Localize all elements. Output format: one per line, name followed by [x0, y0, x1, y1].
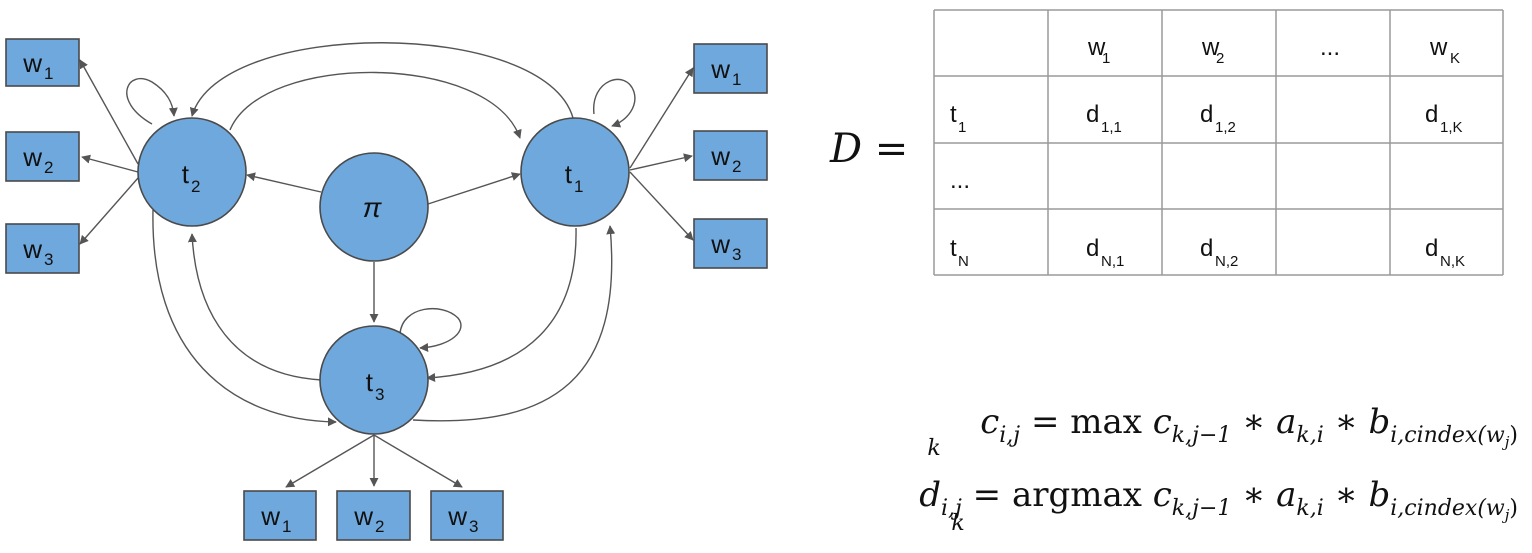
edge-t1-to-t2-outer	[189, 42, 574, 119]
header-ellipsis: ...	[1320, 34, 1340, 61]
state-t1-sub: 1	[574, 177, 583, 196]
emission-node-bottom-w2: w 2	[336, 490, 411, 541]
state-t3-sub: 3	[375, 385, 384, 404]
edge-t2-to-w3-left	[79, 177, 139, 245]
emission-node-left-w1: w 1	[5, 38, 80, 87]
svg-text:w: w	[353, 501, 373, 531]
state-t3-label: t	[366, 367, 374, 397]
emission-node-left-w3: w 3	[5, 223, 80, 274]
hmm-state-diagram: t 2 t 1 t 3 π w 1 w 2 w	[5, 38, 768, 541]
pi-label: π	[363, 192, 383, 223]
initial-transition-edges	[246, 172, 521, 323]
svg-text:2: 2	[1216, 50, 1224, 67]
emission-node-bottom-w1: w 1	[243, 490, 317, 541]
row-label-tN: t	[950, 235, 957, 262]
state-node-t2: t 2	[137, 117, 247, 227]
cell-dNK: d	[1425, 235, 1438, 262]
svg-text:1: 1	[282, 517, 291, 536]
svg-text:w: w	[710, 141, 730, 171]
matrix-row-ellipsis: ...	[950, 167, 970, 194]
cell-d1K: d	[1425, 101, 1438, 128]
edge-pi-to-t2	[246, 172, 322, 193]
svg-text:w: w	[22, 48, 42, 78]
backpointer-matrix: D = w 1 w 2 ... w K t 1 d	[829, 9, 1504, 276]
state-t1-label: t	[565, 159, 573, 189]
self-loop-edges	[126, 77, 636, 352]
svg-text:3: 3	[732, 245, 741, 264]
svg-text:1,2: 1,2	[1215, 119, 1236, 136]
svg-text:3: 3	[469, 517, 478, 536]
svg-text:1,1: 1,1	[1101, 119, 1122, 136]
edge-t1-to-w1-right	[629, 67, 694, 169]
svg-text:w: w	[22, 142, 42, 172]
edge-t1-to-w3-right	[629, 171, 694, 241]
cell-d12: d	[1200, 101, 1213, 128]
self-loop-t2	[126, 77, 178, 125]
svg-text:1: 1	[958, 119, 966, 136]
svg-text:N,K: N,K	[1440, 253, 1465, 270]
equation-d: di,j = argmax ck,j−1 ∗ ak,i ∗ bi,cindex(…	[919, 475, 1518, 524]
svg-text:1,K: 1,K	[1440, 119, 1463, 136]
svg-text:w: w	[260, 501, 280, 531]
edge-t2-to-w1-left	[79, 59, 139, 165]
emission-node-right-w1: w 1	[693, 43, 768, 94]
edge-t3-to-t1	[412, 225, 616, 422]
edge-t2-to-t3	[152, 209, 337, 427]
svg-text:2: 2	[732, 157, 741, 176]
edge-t1-to-t3	[426, 227, 577, 383]
emission-node-bottom-w3: w 3	[430, 490, 504, 541]
state-t2-label: t	[182, 159, 190, 189]
emission-edges	[79, 59, 694, 488]
svg-text:N,1: N,1	[1101, 253, 1124, 270]
matrix-header-row: w 1 w 2 ... w K	[1087, 34, 1460, 67]
matrix-row-tN: t N d N,1 d N,2 d N,K	[950, 235, 1465, 270]
equation-d-op-sub: k	[951, 511, 964, 536]
state-node-t1: t 1	[520, 117, 630, 227]
svg-text:2: 2	[375, 517, 384, 536]
edge-t1-to-w2-right	[629, 153, 693, 171]
emission-node-right-w3: w 3	[693, 218, 768, 269]
self-loop-t3	[399, 307, 462, 352]
edge-t3-to-w1-bottom	[285, 434, 375, 488]
cell-dN2: d	[1200, 235, 1213, 262]
row-label-t1: t	[950, 101, 957, 128]
state-transition-edges	[152, 42, 616, 427]
svg-text:N: N	[958, 253, 969, 270]
initial-node-pi: π	[319, 152, 429, 262]
edge-t3-to-t2	[187, 233, 323, 381]
edge-pi-to-t1	[427, 172, 521, 205]
equation-c-op-sub: k	[927, 436, 940, 461]
equation-c: ci,j = max ck,j−1 ∗ ak,i ∗ bi,cindex(wj)	[980, 402, 1518, 451]
svg-text:w: w	[447, 501, 467, 531]
state-node-t3: t 3	[319, 325, 429, 435]
emission-node-left-w2: w 2	[5, 131, 80, 182]
matrix-label: D =	[829, 126, 908, 172]
svg-text:w: w	[22, 234, 42, 264]
header-wK: w	[1429, 34, 1448, 61]
edge-t2-to-t1-inner	[229, 71, 522, 139]
svg-text:w: w	[710, 54, 730, 84]
svg-text:2: 2	[44, 158, 53, 177]
edge-t2-to-w2-left	[81, 154, 139, 173]
row-label-ellipsis: ...	[950, 167, 970, 194]
state-t2-sub: 2	[191, 177, 200, 196]
svg-text:1: 1	[732, 70, 741, 89]
svg-text:w: w	[710, 229, 730, 259]
svg-text:K: K	[1450, 50, 1460, 67]
matrix-row-t1: t 1 d 1,1 d 1,2 d 1,K	[950, 101, 1463, 136]
self-loop-t1	[593, 78, 636, 128]
edge-t3-to-w3-bottom	[373, 434, 463, 488]
header-w2: w	[1201, 34, 1220, 61]
header-w1: w	[1087, 34, 1106, 61]
svg-text:1: 1	[44, 64, 53, 83]
viterbi-equations: ci,j = max ck,j−1 ∗ ak,i ∗ bi,cindex(wj)…	[919, 402, 1518, 536]
cell-dN1: d	[1086, 235, 1099, 262]
svg-text:3: 3	[44, 250, 53, 269]
cell-d11: d	[1086, 101, 1099, 128]
svg-text:N,2: N,2	[1215, 253, 1238, 270]
matrix-grid	[933, 9, 1504, 276]
svg-text:1: 1	[1102, 50, 1110, 67]
emission-node-right-w2: w 2	[693, 130, 768, 181]
